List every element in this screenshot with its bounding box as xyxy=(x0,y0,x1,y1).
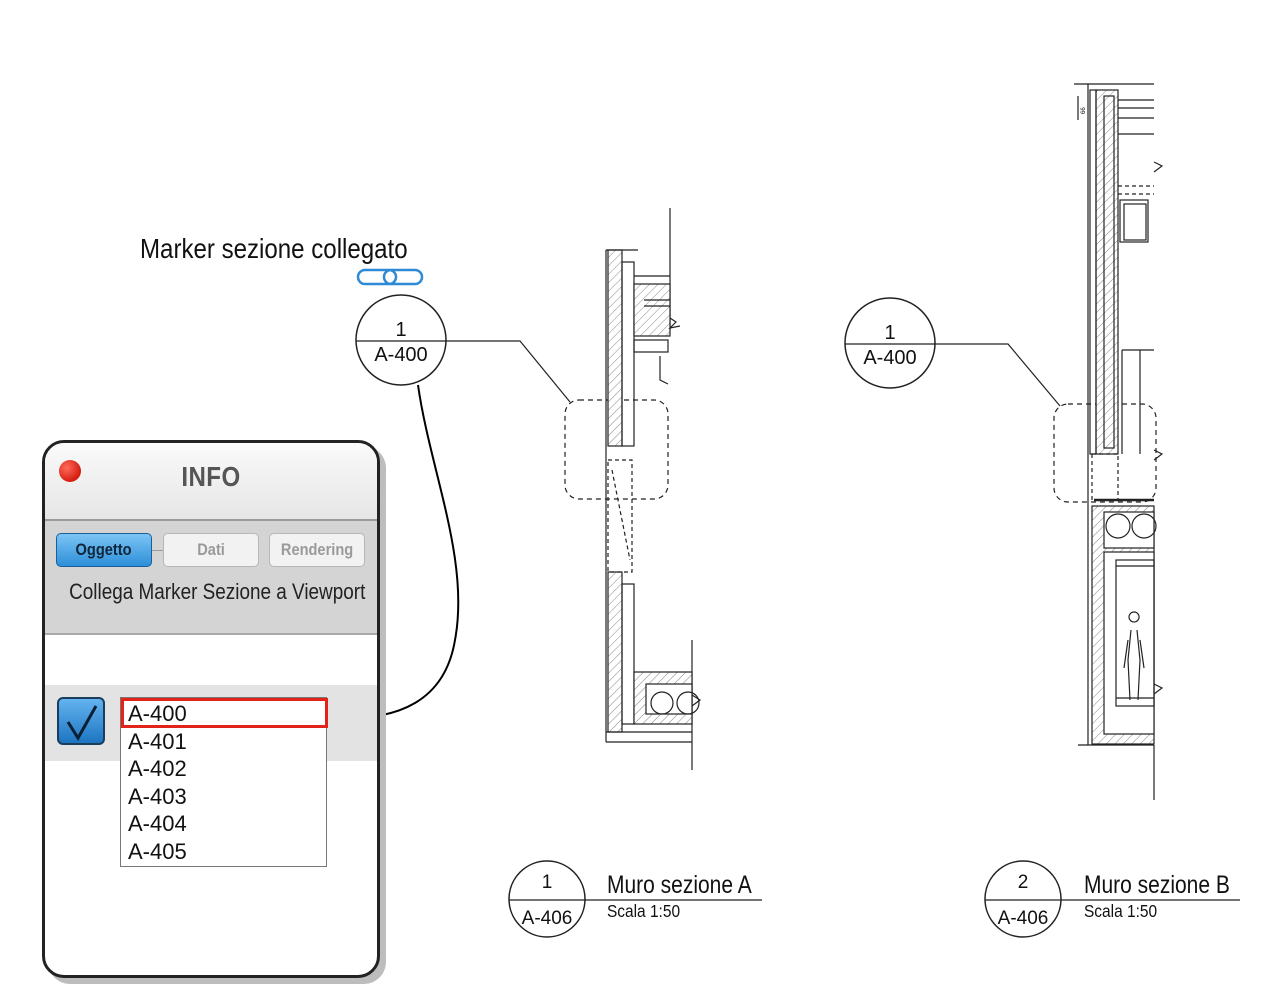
viewport-title-b[interactable]: 2 A-406 Muro sezione B Scala 1:50 xyxy=(984,860,1240,938)
viewport-b-scale: Scala 1:50 xyxy=(1084,901,1157,921)
marker-leader-right xyxy=(935,343,1061,407)
section-marker-left[interactable]: 1 A-400 xyxy=(355,294,447,386)
dropdown-option[interactable]: A-402 xyxy=(128,756,187,781)
viewport-b-title: Muro sezione B xyxy=(1084,870,1230,898)
viewport-b-number: 2 xyxy=(1018,872,1029,893)
tab-oggetto-label: Oggetto xyxy=(75,540,133,559)
close-button[interactable] xyxy=(59,460,81,482)
section-marker-right-number: 1 xyxy=(884,322,895,344)
viewport-a-title: Muro sezione A xyxy=(607,870,752,898)
dropdown-option[interactable]: A-401 xyxy=(128,729,187,754)
palette-header: INFO xyxy=(45,443,377,521)
dimension-label: 66 xyxy=(1081,107,1087,114)
viewport-b-sheet: A-406 xyxy=(998,908,1049,929)
checkmark-icon xyxy=(66,705,98,741)
wall-section-a-drawing xyxy=(605,208,702,770)
dropdown-option[interactable]: A-403 xyxy=(128,784,187,809)
tab-rendering[interactable]: Rendering xyxy=(269,533,365,567)
palette-description: Collega Marker Sezione a Viewport xyxy=(45,579,377,605)
tab-dati[interactable]: Dati xyxy=(163,533,259,567)
viewport-title-a[interactable]: 1 A-406 Muro sezione A Scala 1:50 xyxy=(508,860,762,938)
viewport-a-number: 1 xyxy=(542,872,553,893)
selected-option-highlight xyxy=(121,698,328,728)
linked-marker-title: Marker sezione collegato xyxy=(140,232,408,264)
chain-link-icon xyxy=(356,268,424,286)
section-marker-right-sheet: A-400 xyxy=(863,347,916,369)
dropdown-option[interactable]: A-405 xyxy=(128,839,187,864)
link-checkbox[interactable] xyxy=(57,697,105,745)
tab-dati-label: Dati xyxy=(197,540,225,559)
tab-separator xyxy=(152,550,163,551)
section-marker-left-sheet: A-400 xyxy=(374,344,427,366)
marker-leader-left xyxy=(446,340,571,403)
palette-description-text: Collega Marker Sezione a Viewport xyxy=(69,579,366,604)
wall-section-b-drawing xyxy=(1074,83,1164,800)
link-arrow xyxy=(328,384,460,732)
dropdown-option[interactable]: A-400 xyxy=(128,701,187,726)
palette-tab-area: Oggetto Dati Rendering Collega Marker Se… xyxy=(45,521,377,635)
section-marker-right[interactable]: 1 A-400 xyxy=(844,297,936,389)
tab-rendering-label: Rendering xyxy=(280,540,354,559)
section-marker-left-number: 1 xyxy=(395,319,406,341)
tab-oggetto[interactable]: Oggetto xyxy=(56,533,152,567)
palette-title: INFO xyxy=(181,461,241,492)
viewport-a-scale: Scala 1:50 xyxy=(607,901,680,921)
dropdown-option[interactable]: A-404 xyxy=(128,811,187,836)
viewport-a-sheet: A-406 xyxy=(522,908,573,929)
